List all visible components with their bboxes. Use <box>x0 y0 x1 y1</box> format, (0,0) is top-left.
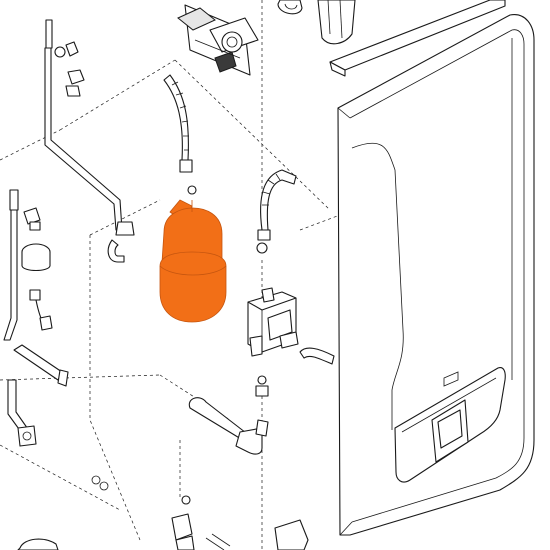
gas-pipe-curved <box>299 347 335 365</box>
lower-left-pipe <box>3 189 69 447</box>
gas-valve[interactable] <box>247 287 299 357</box>
small-fittings-left <box>21 207 53 331</box>
mounting-bracket <box>277 0 303 15</box>
electronic-module[interactable] <box>177 4 259 76</box>
heat-exchanger <box>317 0 356 45</box>
flexible-hose-upper <box>163 74 197 195</box>
control-panel[interactable] <box>394 367 506 483</box>
gas-valve-fittings <box>255 375 269 397</box>
bottom-fittings <box>17 475 309 550</box>
assembly-guide-lines <box>0 0 341 550</box>
lower-bent-pipe <box>188 397 269 455</box>
frame-rail <box>329 0 506 77</box>
expansion-vessel[interactable] <box>159 199 227 323</box>
left-pipe-assembly <box>44 19 135 263</box>
flexible-hose-right <box>256 169 297 254</box>
